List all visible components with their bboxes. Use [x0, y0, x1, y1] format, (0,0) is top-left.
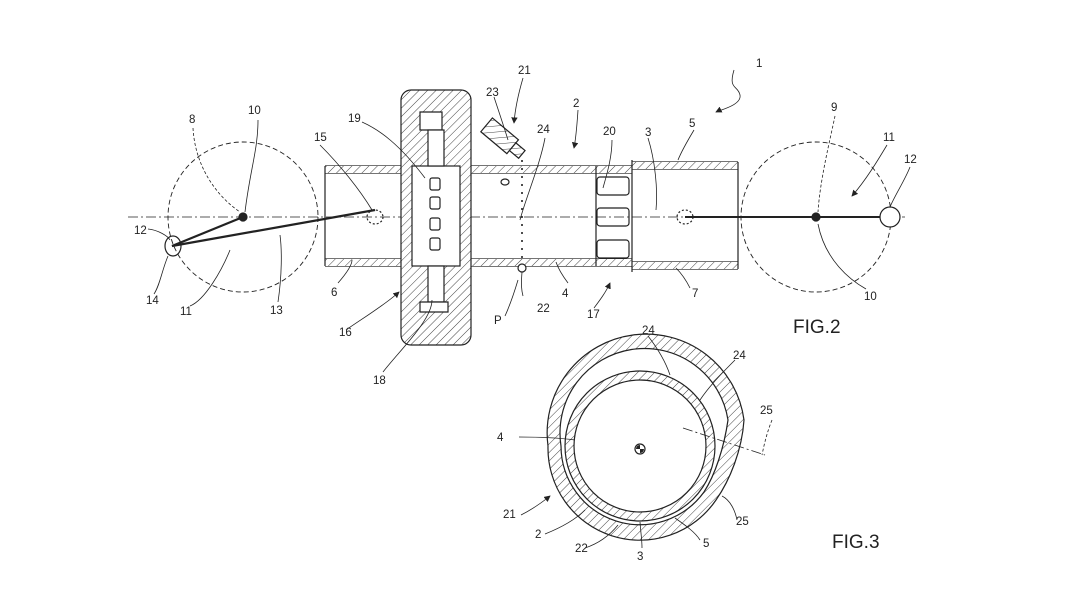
label-4: 4 — [562, 288, 569, 300]
fig2-labels: 1 2 3 4 5 6 7 8 9 10 10 11 11 12 12 13 1… — [134, 58, 917, 387]
fig3-label-2: 2 — [535, 529, 541, 541]
left-wire-b — [171, 215, 244, 248]
label-16: 16 — [339, 327, 352, 339]
holder-block — [400, 89, 472, 346]
label-5: 5 — [689, 118, 695, 130]
label-21: 21 — [518, 65, 531, 77]
label-P: P — [494, 315, 502, 327]
label-7: 7 — [692, 288, 698, 300]
label-22: 22 — [537, 303, 550, 315]
label-6: 6 — [331, 287, 337, 299]
label-14: 14 — [146, 295, 159, 307]
left-wire-a — [171, 208, 376, 248]
label-15: 15 — [314, 132, 327, 144]
label-24: 24 — [537, 124, 550, 136]
fig2-drawing — [128, 69, 911, 373]
fig3-label-24a: 24 — [642, 325, 655, 337]
fig2-caption: FIG.2 — [793, 317, 841, 338]
fig3-label-4: 4 — [497, 432, 504, 444]
sleeve-elements — [596, 176, 630, 259]
label-2: 2 — [573, 98, 579, 110]
label-13: 13 — [270, 305, 283, 317]
label-19: 19 — [348, 113, 361, 125]
label-9: 9 — [831, 102, 837, 114]
fig3-label-25b: 25 — [736, 516, 749, 528]
fig3-label-24b: 24 — [733, 350, 746, 362]
label-11-left: 11 — [180, 306, 192, 318]
fig3-drawing — [518, 333, 773, 549]
label-10-left: 10 — [248, 105, 261, 117]
fig3-label-3: 3 — [637, 551, 643, 563]
label-20: 20 — [603, 126, 616, 138]
fig3-label-5: 5 — [703, 538, 709, 550]
label-3: 3 — [645, 127, 651, 139]
label-10-right: 10 — [864, 291, 877, 303]
label-17: 17 — [587, 309, 600, 321]
fig3-label-25a: 25 — [760, 405, 773, 417]
label-18: 18 — [373, 375, 386, 387]
label-8: 8 — [189, 114, 195, 126]
fig3-labels: 24 24 25 25 4 21 2 22 3 5 FIG.3 — [497, 325, 880, 563]
tube-right-part — [510, 160, 739, 272]
label-11-right: 11 — [883, 132, 895, 144]
fig3-label-22: 22 — [575, 543, 588, 555]
tool-23 — [479, 117, 526, 160]
label-12-right: 12 — [904, 154, 917, 166]
fig3-label-21: 21 — [503, 509, 516, 521]
label-23: 23 — [486, 87, 499, 99]
fig3-caption: FIG.3 — [832, 532, 880, 553]
left-rotation-circle — [167, 141, 319, 293]
label-1: 1 — [756, 58, 762, 70]
label-12-left: 12 — [134, 225, 147, 237]
